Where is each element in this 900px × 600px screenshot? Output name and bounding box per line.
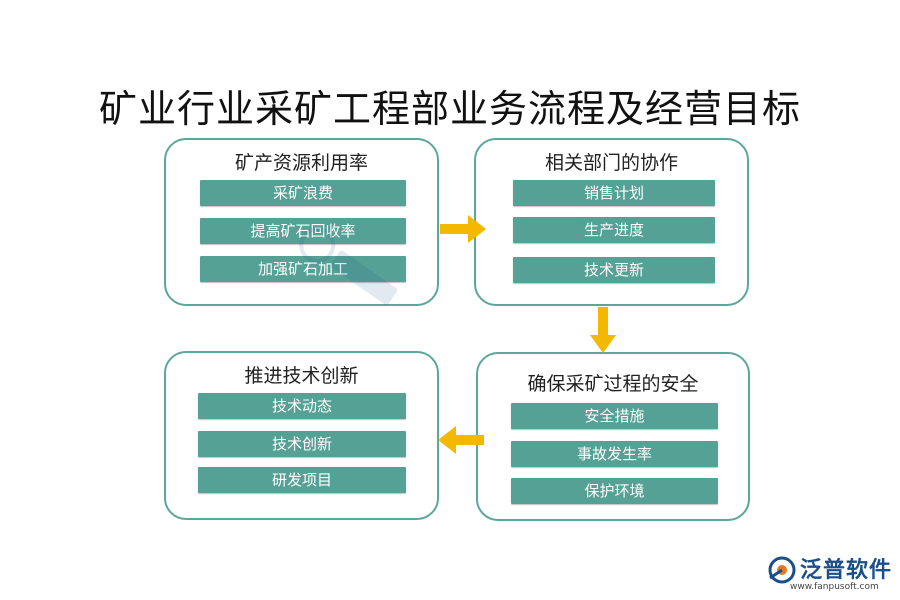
item-bar: 生产进度 [513,217,715,243]
item-bar: 研发项目 [198,467,406,493]
brand-url: www.fanpusoft.com [790,582,879,592]
down-arrow-icon [590,307,616,353]
panel-title: 相关部门的协作 [544,152,678,174]
brand-logo-icon [768,556,796,584]
item-bar: 加强矿石加工 [200,256,406,282]
item-bar: 保护环境 [511,478,718,504]
item-bar: 安全措施 [511,403,718,429]
diagram-title: 矿业行业采矿工程部业务流程及经营目标 [98,87,801,131]
item-bar: 提高矿石回收率 [200,218,406,244]
panel-title: 推进技术创新 [244,365,359,387]
item-bar: 销售计划 [513,180,715,206]
item-bar: 事故发生率 [511,441,718,467]
panel-mining-safety: 确保采矿过程的安全 安全措施 事故发生率 保护环境 [476,352,750,521]
watermark-logo-icon [299,227,398,305]
panel-resource-utilization: 矿产资源利用率 采矿浪费 提高矿石回收率 加强矿石加工 [164,138,439,306]
brand-logo: 泛普软件 www.fanpusoft.com [766,552,896,597]
brand-name: 泛普软件 [800,558,893,583]
item-bar: 技术动态 [198,393,406,419]
panel-department-collaboration: 相关部门的协作 销售计划 生产进度 技术更新 [474,138,749,306]
panel-technical-innovation: 推进技术创新 技术动态 技术创新 研发项目 [164,351,439,520]
left-arrow-icon [438,426,484,454]
panel-title: 矿产资源利用率 [234,152,368,174]
panel-title: 确保采矿过程的安全 [527,373,699,395]
item-bar: 采矿浪费 [200,180,406,206]
right-arrow-icon [440,215,486,243]
item-bar: 技术更新 [513,257,715,283]
item-bar: 技术创新 [198,431,406,457]
